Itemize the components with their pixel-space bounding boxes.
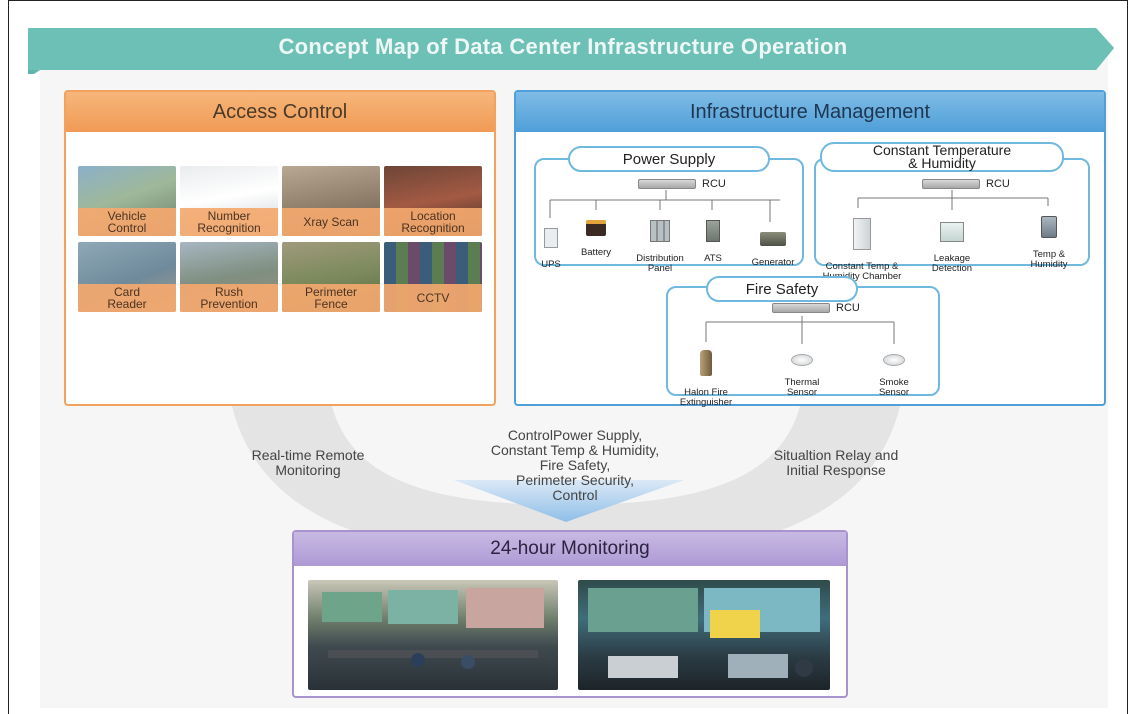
control-room-photo-1 [308,580,558,690]
monitoring-panel: 24-hour Monitoring [292,530,848,698]
rcu-device-icon [922,179,980,189]
tile-label: Number Recognition [180,208,278,236]
power-tree-lines [549,190,780,222]
chamber-icon [853,218,871,250]
tile-label: CCTV [384,284,482,312]
temperature-title: Constant Temperature & Humidity [820,142,1064,172]
control-room-photo-2 [578,580,830,690]
monitor-wall-2 [588,588,820,678]
monitor-wall-1 [322,588,544,669]
ups-icon [544,228,558,248]
tile-label: Rush Prevention [180,284,278,312]
battery-icon [586,220,606,236]
rcu-device-icon [772,303,830,313]
leakage-icon [940,222,964,242]
fire-tree-lines [705,316,895,344]
tile-cctv: CCTV [384,242,482,312]
tile-label: Xray Scan [282,208,380,236]
access-control-header: Access Control [66,92,494,132]
power-supply-title: Power Supply [568,146,770,172]
thermal-sensor-icon [791,354,813,366]
ribbon-shape [28,28,1114,74]
tile-location-recognition: Location Recognition [384,166,482,236]
page-title: Concept Map of Data Center Infrastructur… [278,34,848,59]
ats-icon [706,220,720,242]
tile-rush-prevention: Rush Prevention [180,242,278,312]
rcu-device-icon [638,179,696,189]
flow-center-label: ControlPower Supply, Constant Temp & Hum… [490,427,660,503]
device-thermal-sensor: Thermal Sensor [776,344,828,398]
device-ats: ATS [696,210,730,264]
infrastructure-header: Infrastructure Management [516,92,1104,132]
device-ups: UPS [538,218,564,270]
device-smoke-sensor: Smoke Sensor [868,344,920,398]
tile-label: Vehicle Control [78,208,176,236]
device-temp-humidity: Temp & Humidity [1024,206,1074,270]
fire-rcu: RCU [772,302,860,314]
title-ribbon: Concept Map of Data Center Infrastructur… [18,24,1118,74]
power-rcu: RCU [638,178,726,190]
power-supply-group: RCU UPS Battery Distribution Panel ATS G… [534,158,804,274]
extinguisher-icon [700,350,712,376]
fire-safety-group: RCU Halon Fire Extinguisher Thermal Sens… [666,286,940,408]
flow-right-label: Situaltion Relay and Initial Response [773,447,899,478]
tile-vehicle-control: Vehicle Control [78,166,176,236]
tile-number-recognition: Number Recognition [180,166,278,236]
temperature-group: RCU Constant Temp & Humidity Chamber Lea… [814,158,1090,282]
infrastructure-panel: Infrastructure Management RCU UPS Batter… [514,90,1106,408]
smoke-sensor-icon [883,354,905,366]
device-generator: Generator [744,222,802,268]
temperature-tree-lines [857,190,1049,210]
thermometer-icon [1041,216,1057,238]
device-leakage-detection: Leakage Detection [926,212,978,274]
device-halon-extinguisher: Halon Fire Extinguisher [674,340,738,408]
tile-xray-scan: Xray Scan [282,166,380,236]
device-distribution-panel: Distribution Panel [628,210,692,274]
tile-perimeter-fence: Perimeter Fence [282,242,380,312]
temperature-rcu: RCU [922,178,1010,190]
rcu-label: RCU [986,178,1010,190]
flow-left-label: Real-time Remote Monitoring [251,447,365,478]
generator-icon [760,232,786,246]
tile-label: Location Recognition [384,208,482,236]
distribution-panel-icon [650,220,670,242]
tile-label: Card Reader [78,284,176,312]
tile-card-reader: Card Reader [78,242,176,312]
access-control-panel: Access Control Vehicle Control Number Re… [64,90,496,406]
rcu-label: RCU [702,178,726,190]
fire-safety-title: Fire Safety [706,276,858,302]
rcu-label: RCU [836,302,860,314]
tile-label: Perimeter Fence [282,284,380,312]
device-battery: Battery [574,210,618,258]
monitoring-header: 24-hour Monitoring [294,532,846,566]
